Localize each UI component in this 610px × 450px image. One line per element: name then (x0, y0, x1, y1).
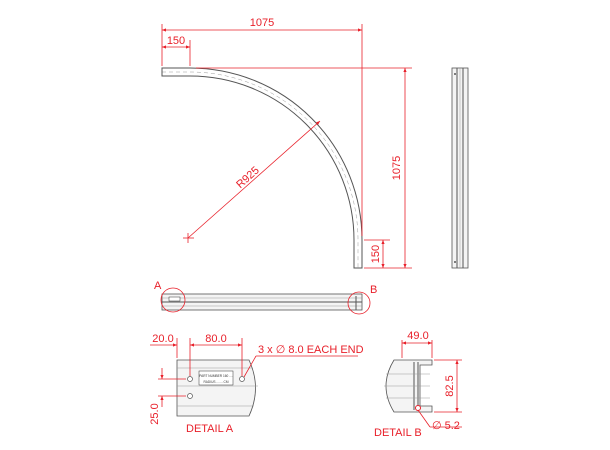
dim-width-label: 49.0 (407, 330, 428, 342)
dim-straight-top-label: 150 (167, 35, 185, 47)
callout-circle-a (160, 287, 186, 313)
dim-overall-height: 1075 (196, 67, 412, 269)
dim-radius-label: R925 (234, 165, 262, 192)
callout-b-label: B (370, 284, 377, 296)
dim-hole-label: ∅ 5.2 (432, 420, 460, 432)
hole (187, 376, 193, 382)
detail-a-title: DETAIL A (186, 423, 234, 435)
dim-straight-top: 150 (162, 35, 191, 66)
dim-vertical-label: 25.0 (149, 403, 161, 424)
bend-plan-view (161, 67, 363, 269)
callout-circle-b (347, 291, 371, 315)
detail-a: PART NUMBER 160 .... RADIUS ....... CM 2… (149, 333, 364, 435)
label-plate-line1: PART NUMBER 160 .... (199, 374, 233, 378)
holes-note: 3 x ∅ 8.0 EACH END (258, 344, 364, 356)
dim-radius: R925 (183, 120, 321, 243)
dim-edge-label: 20.0 (152, 333, 173, 345)
dim-overall-height-label: 1075 (391, 156, 403, 180)
dim-overall-width-label: 1075 (250, 17, 274, 29)
detail-b: 49.0 82.5 ∅ 5.2 DETAIL B (374, 330, 462, 439)
dim-overall-width: 1075 (161, 17, 363, 236)
dim-height-label: 82.5 (444, 375, 456, 396)
bottom-view: A B (154, 280, 377, 315)
detail-b-title: DETAIL B (374, 427, 422, 439)
callout-a-label: A (154, 280, 162, 292)
dim-straight-right-label: 150 (370, 245, 382, 263)
label-plate-line2: RADIUS ....... CM (204, 380, 229, 384)
hole (239, 376, 245, 382)
side-view (451, 67, 469, 269)
dim-spacing-label: 80.0 (205, 333, 226, 345)
dim-straight-right: 150 (364, 239, 390, 268)
hole (187, 393, 193, 399)
